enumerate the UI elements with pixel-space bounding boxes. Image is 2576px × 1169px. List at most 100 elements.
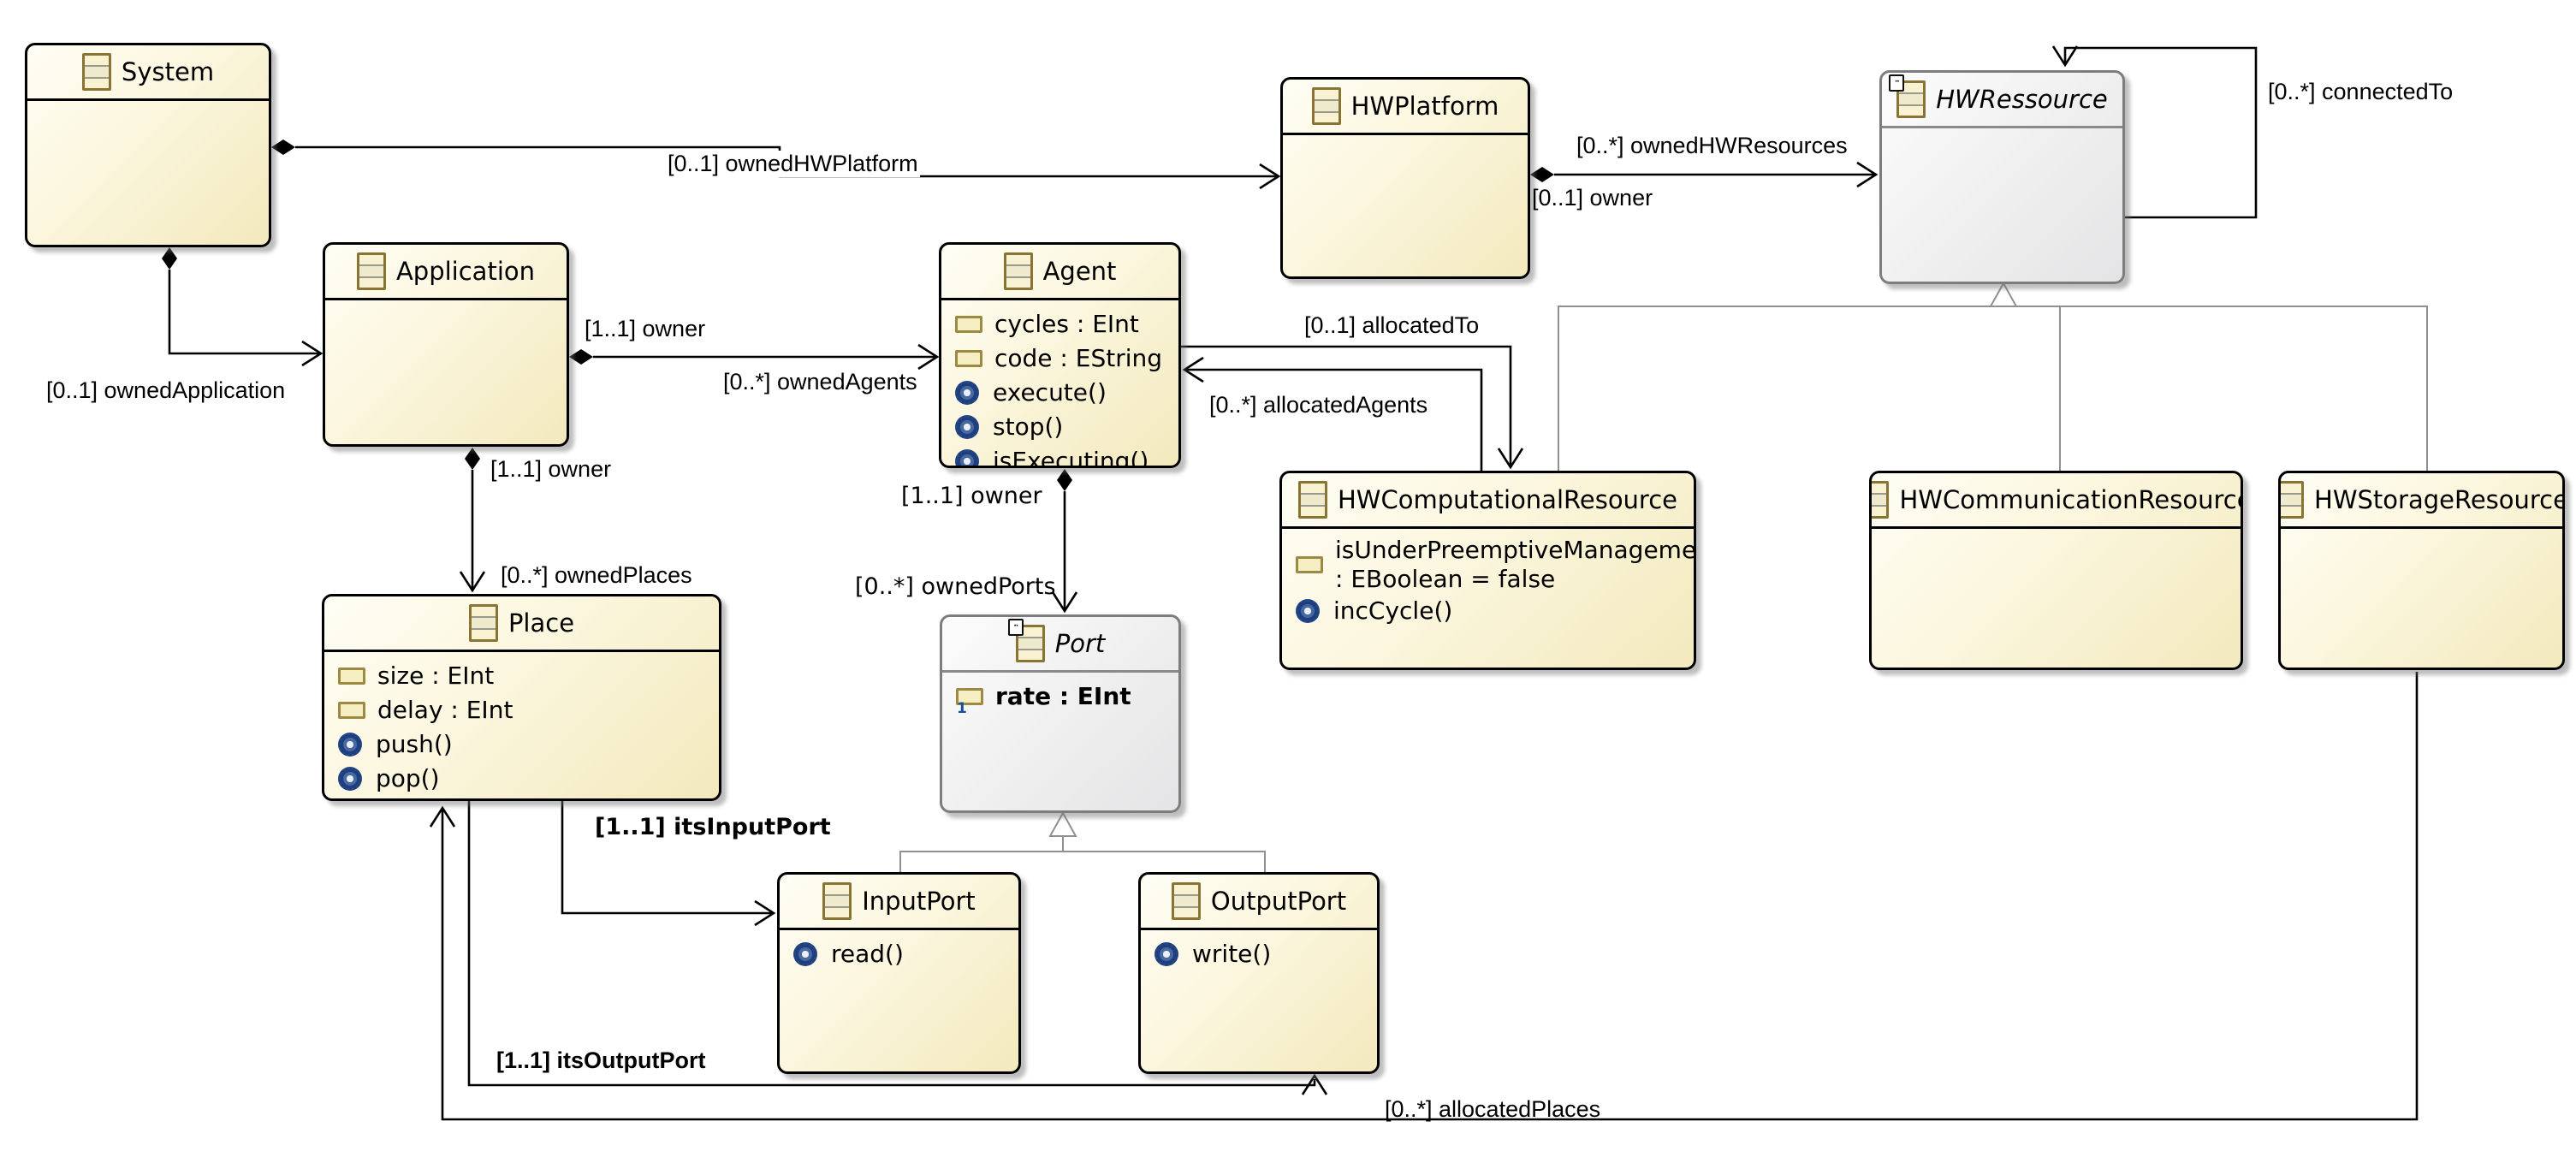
lbl-place-owner[interactable]: [1..1] owner [490,456,612,482]
attribute-row[interactable]: 1 delay : EInt [338,693,714,727]
class-body: 1 size : EInt 1 delay : EInt push() pop(… [324,652,719,796]
class-outputport[interactable]: OutputPort write() [1138,872,1380,1074]
class-title-bar[interactable]: HWComputationalResource [1282,473,1694,529]
class-title-bar[interactable]: Place [324,596,719,652]
lbl-ownedHWResources[interactable]: [0..*] ownedHWResources [1576,133,1848,158]
open-arrowhead-icon [301,340,323,367]
class-title-bar[interactable]: HWStorageResource [2281,473,2562,529]
edge-itsInputPort[interactable] [561,801,776,927]
operation-row[interactable]: stop() [955,410,1173,444]
lbl-ownedApplication[interactable]: [0..1] ownedApplication [46,377,286,403]
open-arrowhead-icon [1182,356,1204,383]
generalization-triangle-icon [1048,810,1077,837]
attribute-icon: 1 [338,702,365,719]
operation-row[interactable]: pop() [338,762,714,796]
edge-ownedAgents[interactable] [569,343,940,371]
operation-row[interactable]: write() [1154,937,1372,971]
lbl-ownedPlaces[interactable]: [0..*] ownedPlaces [501,562,692,588]
class-name: HWComputationalResource [1337,485,1678,514]
required-one-badge: 1 [957,700,967,717]
lbl-port-owner[interactable]: [1..1] owner [901,483,1042,509]
lbl-agent-owner[interactable]: [1..1] owner [585,316,706,341]
class-agent[interactable]: Agent 1 cycles : EInt 1 code : EString e… [939,242,1181,468]
edge-generalization-port[interactable] [899,810,1266,872]
lbl-allocatedTo[interactable]: [0..1] allocatedTo [1304,312,1480,338]
eclass-icon [356,252,386,290]
attribute-row[interactable]: 1 size : EInt [338,659,714,693]
open-arrowhead-icon [1497,448,1524,470]
operation-row[interactable]: incCycle() [1296,594,1689,628]
operation-text: stop() [993,412,1064,441]
lbl-allocatedPlaces[interactable]: [0..*] allocatedPlaces [1385,1096,1601,1122]
edge-allocatedPlaces[interactable] [429,672,2419,1121]
operation-text: incCycle() [1333,596,1453,625]
operation-row[interactable]: read() [793,937,1013,971]
lbl-connectedTo[interactable]: [0..*] connectedTo [2268,79,2454,104]
edge-allocatedAgents[interactable] [1182,356,1483,471]
lbl-hwplatform-owner[interactable]: [0..1] owner [1532,185,1653,211]
edge-generalization-hwressource[interactable] [1558,281,2428,471]
class-title-bar[interactable]: HWRessource [1882,73,2122,128]
edge-ownedHWResources[interactable] [1530,161,1879,188]
lbl-itsInputPort[interactable]: [1..1] itsInputPort [595,814,831,840]
eclass-icon [1171,882,1201,920]
class-hwplatform[interactable]: HWPlatform [1280,77,1530,279]
attribute-icon: 1 [955,350,982,367]
operation-row[interactable]: push() [338,727,714,762]
lbl-ownedPorts[interactable]: [0..*] ownedPorts [855,573,1056,600]
class-hwstorageresource[interactable]: HWStorageResource [2278,471,2565,670]
edge-ownedPorts[interactable] [1051,469,1078,614]
operation-gear-icon [1296,599,1320,623]
class-system[interactable]: System [25,43,271,247]
lbl-ownedHWPlatform[interactable]: [0..1] ownedHWPlatform [666,151,920,177]
class-inputport[interactable]: InputPort read() [777,872,1021,1074]
operation-row[interactable]: execute() [955,376,1173,410]
attribute-text: cycles : EInt [994,310,1139,338]
edge-itsOutputPort[interactable] [467,801,1328,1095]
abstract-badge [1007,619,1024,636]
class-place[interactable]: Place 1 size : EInt 1 delay : EInt push(… [322,594,721,801]
class-title-bar[interactable]: System [27,45,269,101]
attribute-row[interactable]: 1 cycles : EInt [955,307,1173,341]
class-title-bar[interactable]: Application [325,245,567,300]
open-arrowhead-icon [754,899,776,927]
attribute-row[interactable]: 1 rate : EInt [956,679,1173,717]
composition-diamond [1057,469,1072,491]
lbl-itsOutputPort[interactable]: [1..1] itsOutputPort [496,1047,706,1073]
operation-gear-icon [955,449,979,466]
class-hwcommunicationresource[interactable]: HWCommunicationResource [1869,471,2243,670]
attribute-text: code : EString [994,344,1163,372]
class-body: read() [780,930,1018,971]
open-arrowhead-icon [459,571,486,593]
eclass-icon [1889,74,1926,118]
operation-gear-icon [338,733,362,757]
open-arrowhead-icon [2051,45,2079,68]
class-hwressource[interactable]: HWRessource [1879,70,2125,284]
edge-ownedPlaces[interactable] [459,448,486,593]
edge-ownedApplication[interactable] [162,247,323,367]
attribute-icon: 1 [955,316,982,333]
eclass-icon [1297,481,1327,519]
class-title-bar[interactable]: HWCommunicationResource [1872,473,2241,529]
lbl-allocatedAgents[interactable]: [0..*] allocatedAgents [1209,392,1428,418]
class-title-bar[interactable]: HWPlatform [1283,80,1528,135]
class-title-bar[interactable]: OutputPort [1141,875,1377,930]
edge-allocatedTo[interactable] [1181,345,1524,470]
open-arrowhead-icon [429,805,456,828]
open-arrowhead-icon [1259,163,1281,190]
attribute-row[interactable]: 1 isUnderPreemptiveManagement : EBoolean… [1296,536,1694,594]
class-title-bar[interactable]: Port [942,617,1178,673]
class-title-bar[interactable]: InputPort [780,875,1018,930]
lbl-ownedAgents[interactable]: [0..*] ownedAgents [723,369,917,395]
class-application[interactable]: Application [323,242,569,447]
composition-diamond [465,448,480,470]
attribute-row[interactable]: 1 code : EString [955,341,1173,376]
class-title-bar[interactable]: Agent [941,245,1178,300]
operation-text: pop() [376,764,440,792]
edge-connectedTo[interactable] [2051,45,2258,219]
class-hwcomputationalresource[interactable]: HWComputationalResource 1 isUnderPreempt… [1279,471,1696,670]
operation-row[interactable]: isExecuting() [955,444,1173,466]
class-port[interactable]: Port 1 rate : EInt [940,614,1181,813]
